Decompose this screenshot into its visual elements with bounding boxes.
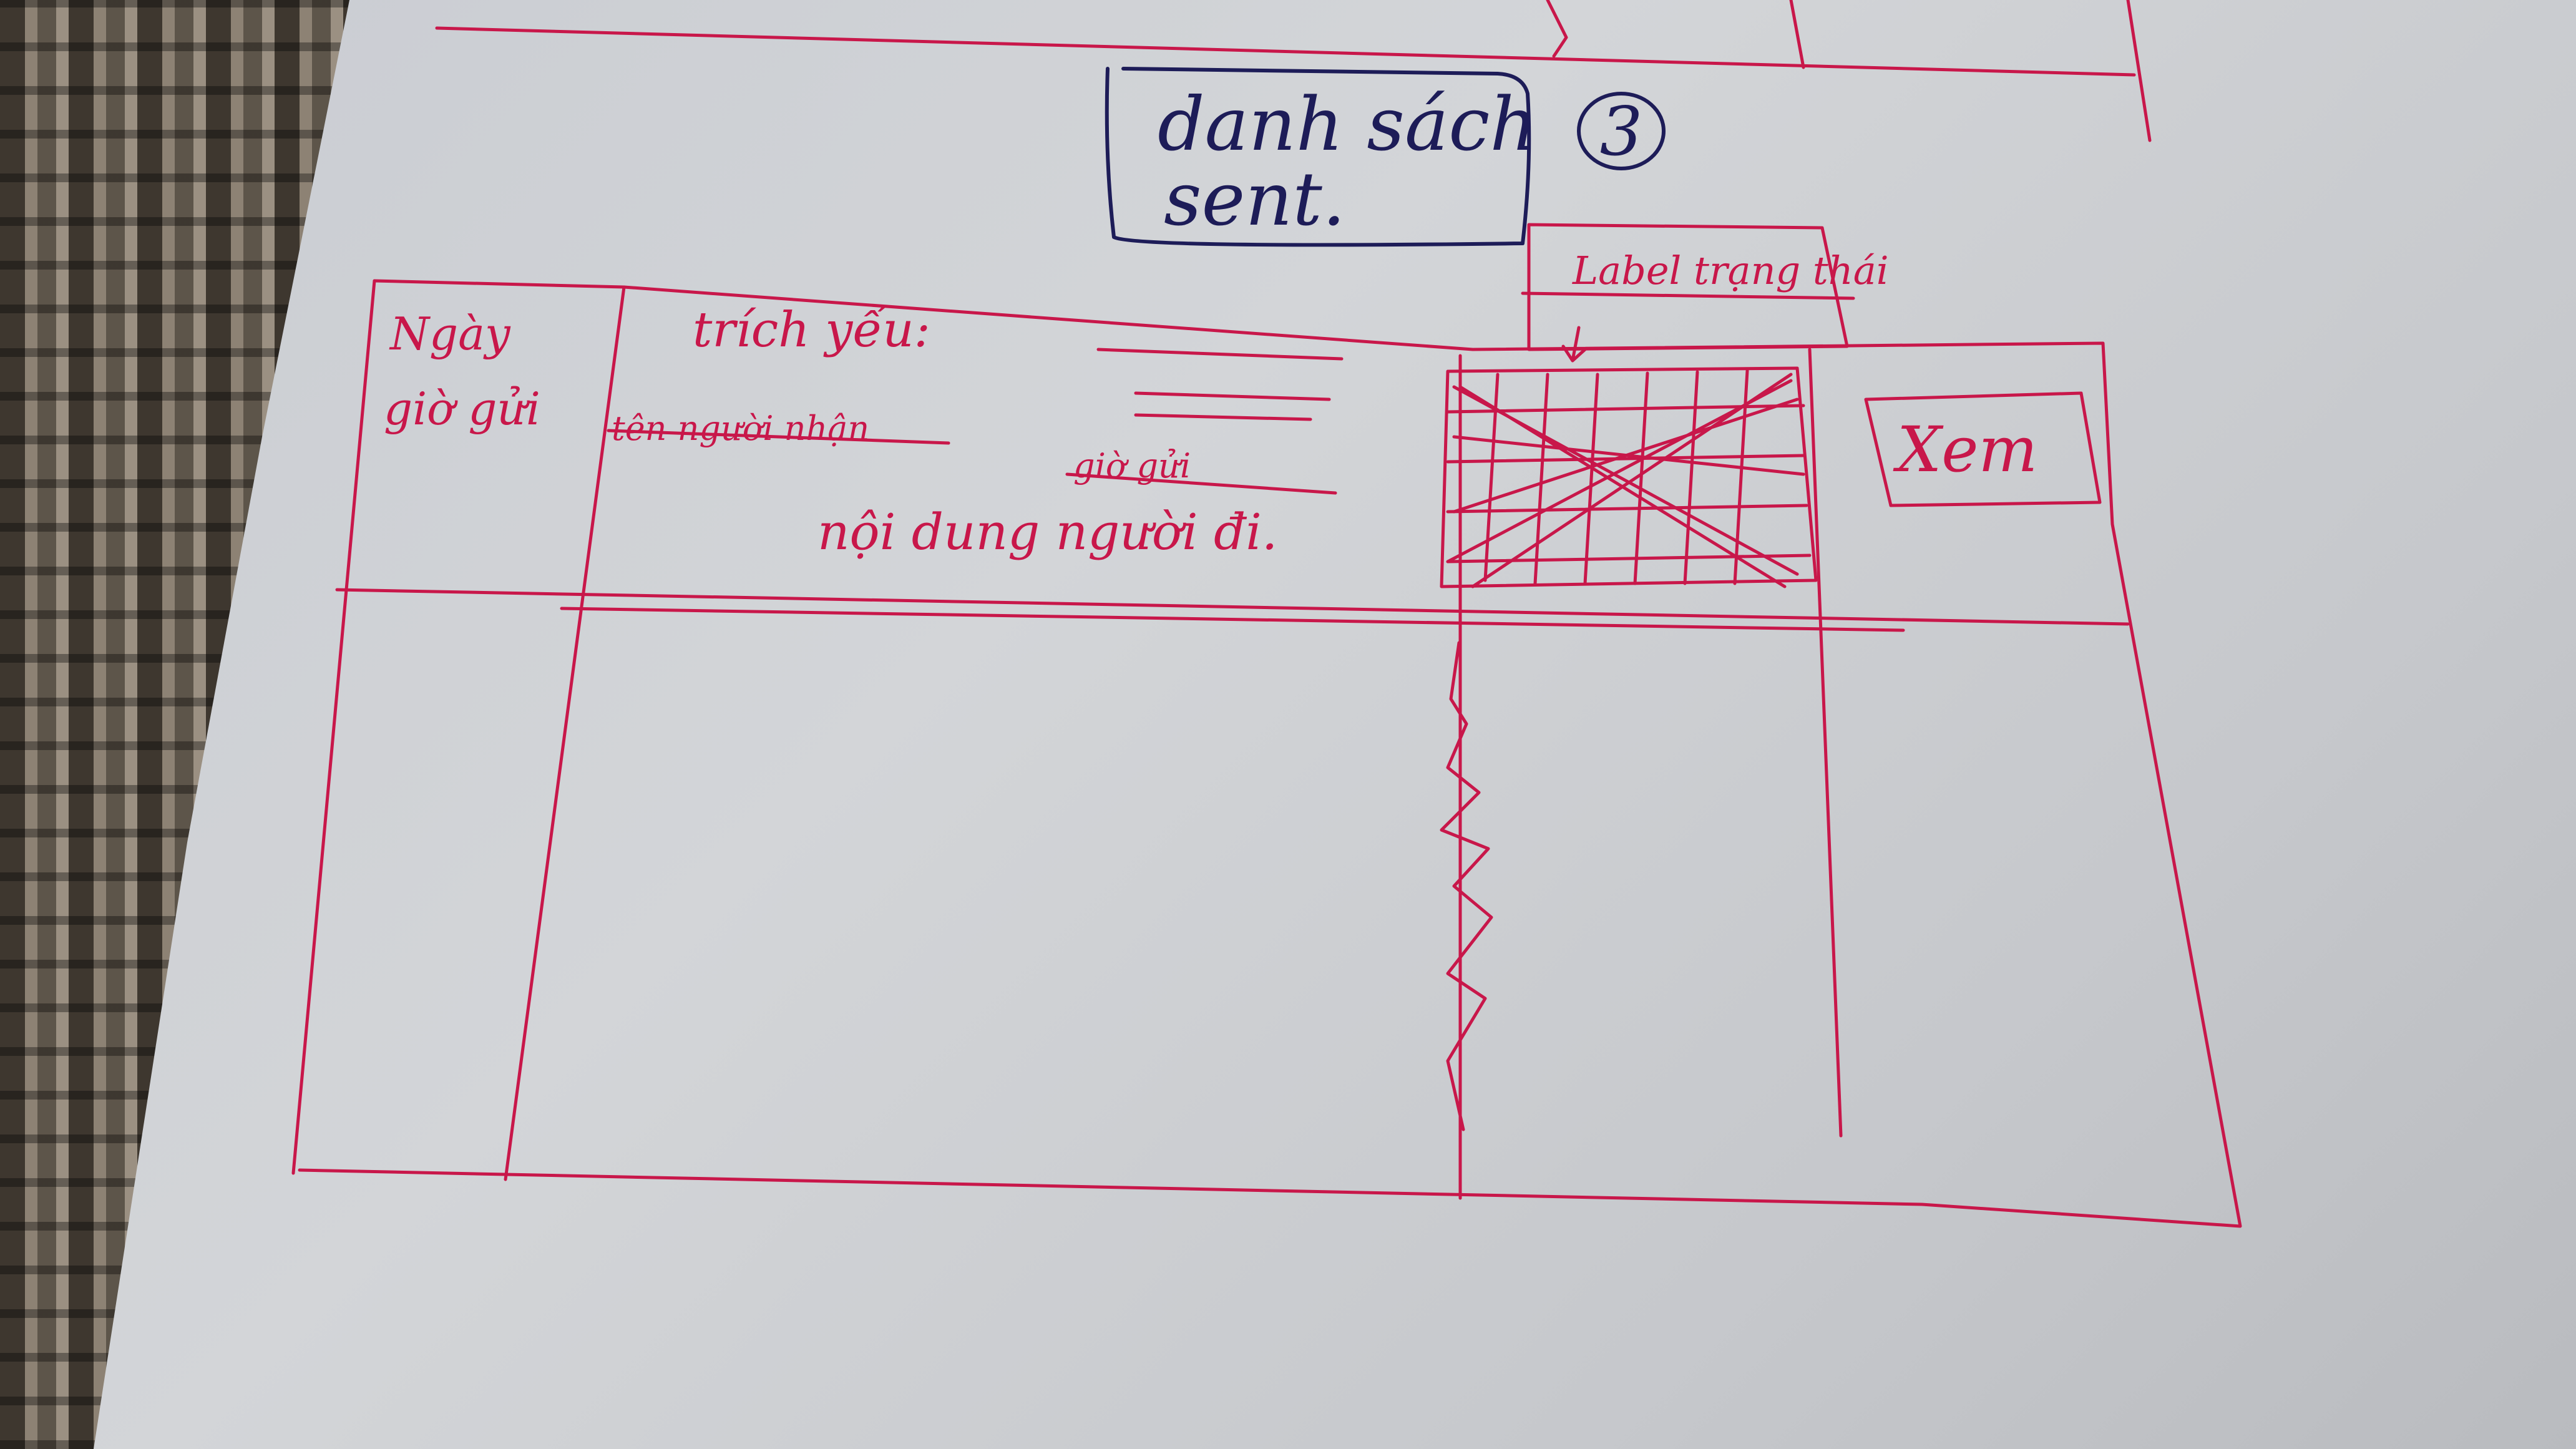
col-summary-heading: trích yếu: [693, 302, 930, 358]
column-break-squiggle [1440, 641, 1493, 1131]
title-line-2: sent. [1164, 156, 1345, 242]
step-badge: 3 [1577, 92, 1666, 171]
title-box: danh sách sent. [1105, 67, 1537, 247]
col-date-line-1: Ngày [389, 308, 511, 360]
view-button-label: Xem [1893, 413, 2037, 486]
header-date-cell: Ngày giờ gửi [384, 308, 540, 435]
status-label-callout: Label trạng thái [1521, 223, 1889, 363]
strike-receiver-text: tên người nhận [612, 409, 869, 448]
previous-screen-edge [435, 0, 2152, 142]
content-text: nội dung người đi. [817, 503, 1277, 561]
col-date-line-2: giờ gửi [384, 383, 540, 435]
title-line-1: danh sách [1158, 81, 1537, 167]
scribbled-status-cell [1440, 366, 1818, 588]
table-frame [291, 279, 2242, 1228]
view-button[interactable]: Xem [1864, 391, 2102, 507]
step-number: 3 [1600, 93, 1643, 171]
header-summary-cell: trích yếu: tên người nhận giờ gửi nội du… [607, 302, 1344, 561]
callout-label-text: Label trạng thái [1572, 248, 1889, 293]
